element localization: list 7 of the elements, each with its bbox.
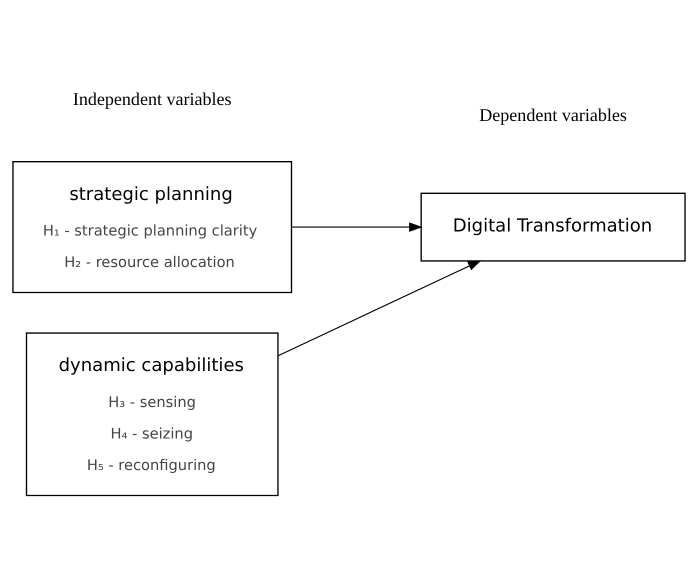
label: Independent variables <box>72 89 232 110</box>
node-box: strategic planning H₁ - strategic planning clarity H₂ - resource allocation <box>12 161 292 294</box>
arrow <box>278 260 482 356</box>
arrow <box>292 222 423 232</box>
label: Dependent variables <box>479 104 627 125</box>
node-box: dynamic capabilities H₃ - sensing H₄ - seizing H₅ - reconfiguring <box>26 332 279 496</box>
node-box: Digital Transformation <box>420 192 686 262</box>
